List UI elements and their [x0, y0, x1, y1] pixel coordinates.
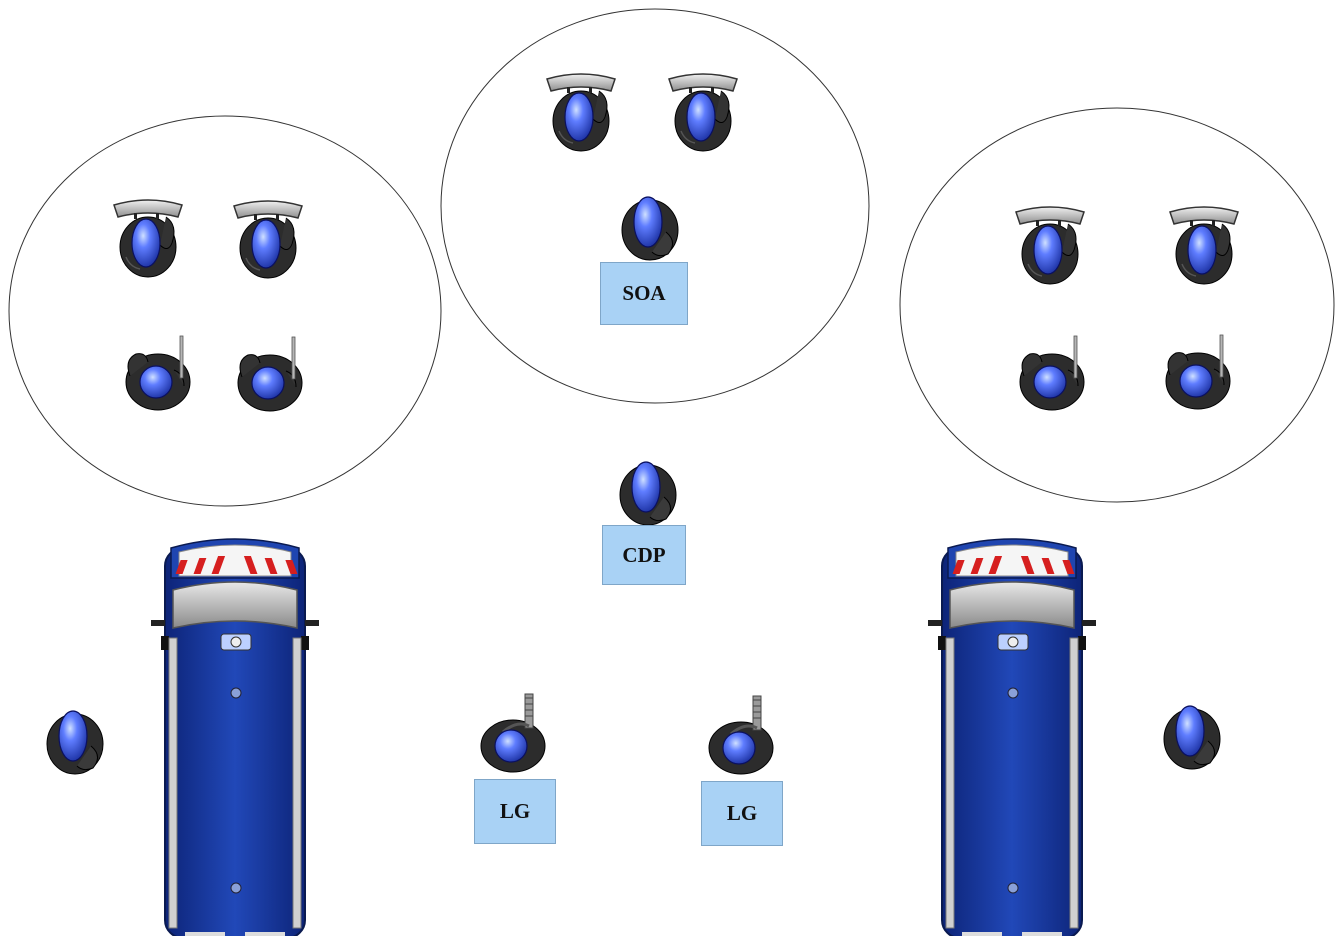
left-group-circle [8, 115, 442, 507]
lg-label-right: LG [701, 781, 783, 846]
cdp-label: CDP [602, 525, 686, 585]
shield-officer-icon [113, 199, 183, 278]
baton-officer-icon [1019, 335, 1085, 411]
shield-officer-icon [233, 200, 303, 279]
shield-officer-icon [668, 73, 738, 152]
shield-officer-icon [1169, 206, 1239, 285]
baton-officer-icon [125, 335, 191, 411]
police-van-icon [150, 538, 320, 936]
center-group-circle [440, 8, 870, 404]
shield-officer-icon [1015, 206, 1085, 285]
police-van-icon [927, 538, 1097, 936]
baton-officer-icon [1165, 334, 1231, 410]
grenade-launcher-officer-icon [707, 694, 775, 776]
baton-officer-icon [237, 336, 303, 412]
officer-icon [619, 461, 677, 526]
shield-officer-icon [546, 73, 616, 152]
officer-icon [621, 196, 679, 261]
lg-label-left: LG [474, 779, 556, 844]
soa-label: SOA [600, 262, 688, 325]
grenade-launcher-officer-icon [479, 692, 547, 774]
officer-icon [46, 710, 104, 775]
right-group-circle [899, 107, 1335, 503]
officer-icon [1163, 705, 1221, 770]
